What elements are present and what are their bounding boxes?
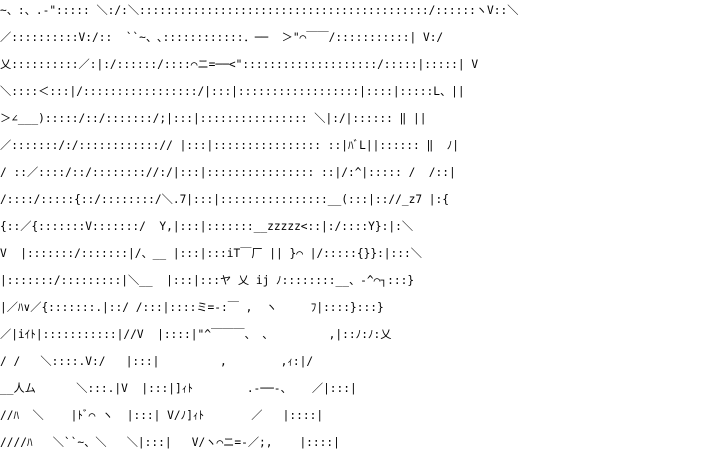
ascii-art-line: 乂::::::::::／:|:/::::::/::::⌒ニ=──<"::::::… — [0, 58, 479, 71]
ascii-art-line: |／ﾊ∨／{:::::::.|::/ /:::|::::ミ=-:￣ , ヽ ﾌ|… — [0, 301, 384, 314]
ascii-art-line: V |:::::::/:::::::|/、__ |:::|:::iT￣厂 || … — [0, 247, 422, 260]
ascii-art-line: ////ﾊ ＼``~、＼ ＼|:::| V/ヽ⌒ニ=-／;, |::::| — [0, 436, 340, 449]
ascii-art-line: //ﾊ ＼ |ﾄﾞ⌒ ヽ |:::| V/ﾉ]ｨﾄ ／ |::::| — [0, 409, 324, 422]
ascii-art-line: ＼::::＜:::|/:::::::::::::::::/|:::|::::::… — [0, 85, 465, 98]
ascii-art-line: |:::::::/:::::::::|＼__ |:::|:::ヤ 乂 ij ﾉ:… — [0, 274, 415, 287]
ascii-art-line: {::／{:::::::V:::::::/ Y,|:::|:::::::__zz… — [0, 220, 414, 233]
ascii-art-line: ／|iｲﾄ|:::::::::::|//V |::::|"^￣￣￣、 ､ ,|:… — [0, 328, 392, 341]
ascii-art-line: /::::/:::::{::/::::::::/＼.7|:::|::::::::… — [0, 193, 449, 206]
ascii-art-line: / ::／::::/::/:::::::://:/|:::|::::::::::… — [0, 166, 456, 179]
ascii-art-line: ／:::::::/:/::::::::::::// |:::|:::::::::… — [0, 139, 460, 152]
ascii-art-line: / / ＼::::.V:/ |:::| , ,ｨ:|/ — [0, 355, 314, 368]
ascii-art-line: ／::::::::::V:/:: ``~、､::::::::::::．── ＞"… — [0, 31, 444, 44]
ascii-art-line: ~、:、.‐"::::: ＼:/:＼::::::::::::::::::::::… — [0, 4, 519, 17]
ascii-art-line: __人ム ＼:::.|V |:::|]ｨﾄ .-──-、 ／|:::| — [0, 382, 357, 395]
ascii-art-line: ＞∠___):::::/::/:::::::/;|:::|:::::::::::… — [0, 112, 427, 125]
